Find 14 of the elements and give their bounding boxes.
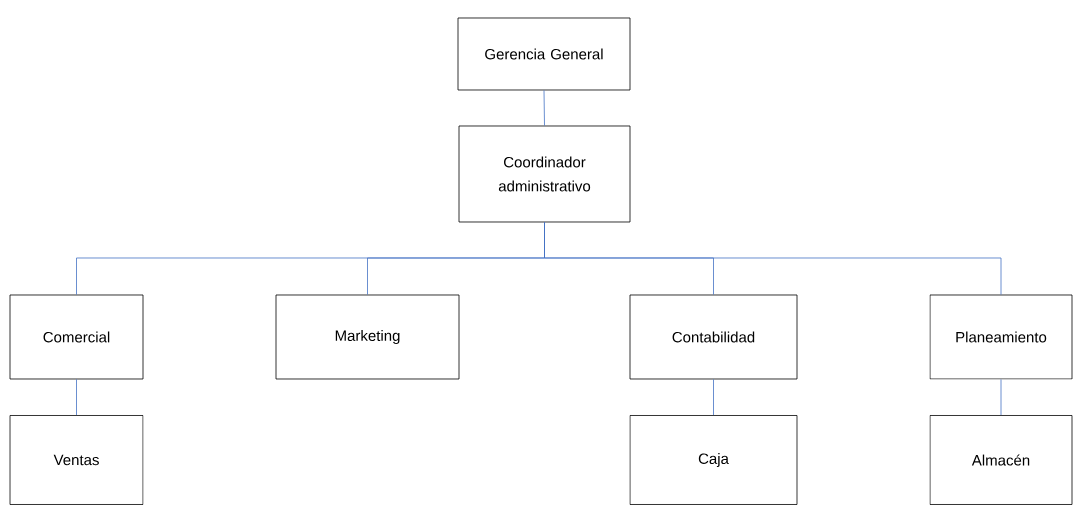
- connector-line: [713, 379, 714, 416]
- org-box: Almacén: [929, 415, 1073, 505]
- connector-line: [543, 90, 545, 126]
- connector-line: [1000, 379, 1002, 416]
- org-box: Caja: [629, 415, 798, 505]
- connector-line: [544, 222, 1002, 295]
- org-box: Coordinador administrativo: [458, 125, 631, 223]
- org-box: Marketing: [275, 294, 460, 380]
- connector-line: [76, 379, 77, 416]
- org-box: Comercial: [9, 294, 144, 380]
- org-box: Planeamiento: [929, 294, 1073, 380]
- org-box: Gerencia General: [457, 17, 631, 91]
- org-box: Contabilidad: [629, 294, 798, 380]
- org-box: Ventas: [9, 415, 144, 505]
